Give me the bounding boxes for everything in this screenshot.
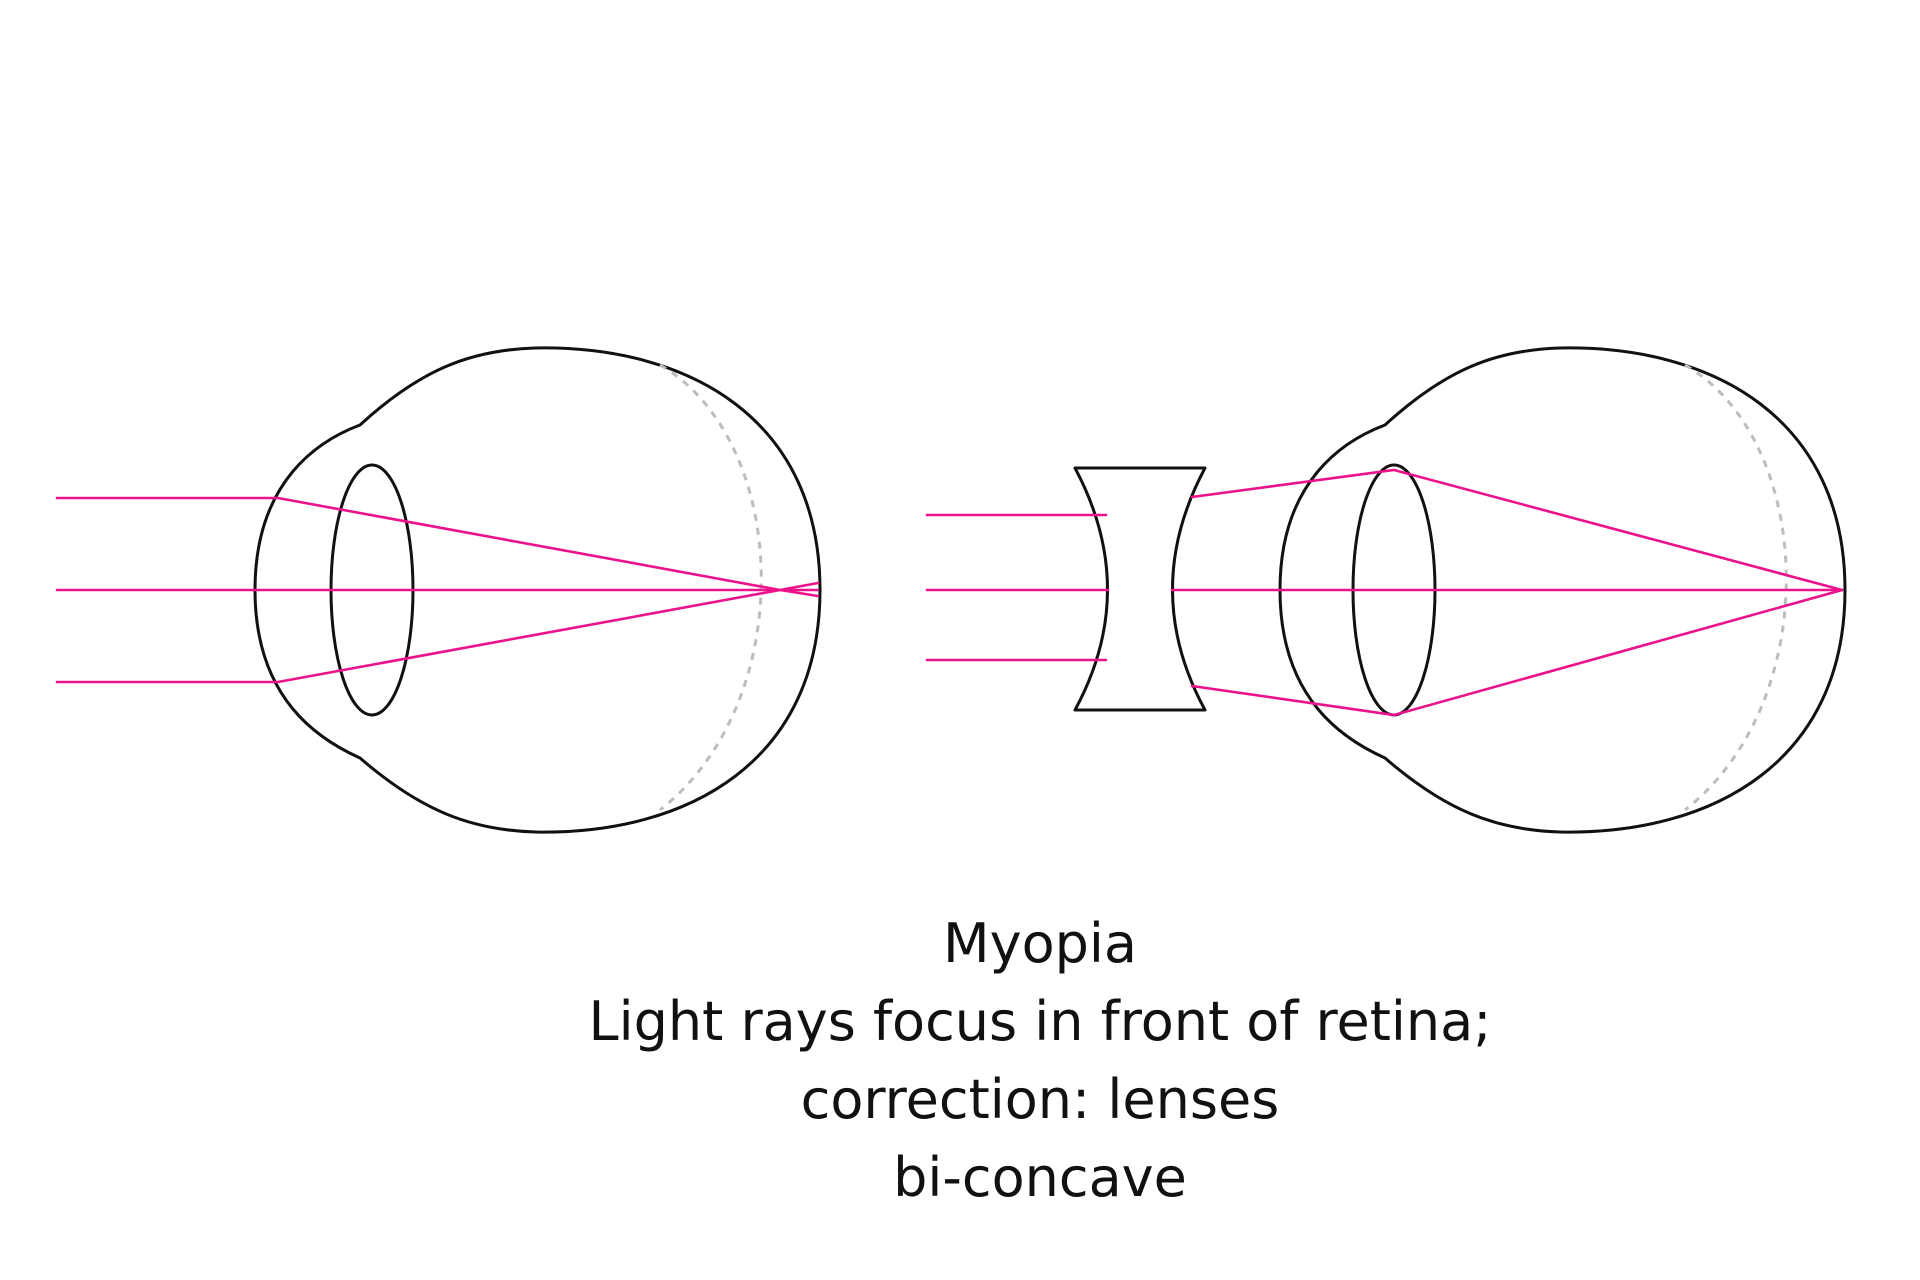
right-retina-line [1684,363,1788,812]
corrected-eye [925,346,1847,834]
right-ray-bottom [925,588,1844,717]
diagram-caption: Myopia Light rays focus in front of reti… [460,905,1620,1217]
caption-lens-type: bi-concave [893,1146,1187,1209]
caption-description: Light rays focus in front of retina; [588,990,1492,1053]
caption-title: Myopia [943,912,1137,975]
left-eyeball-outline [253,346,822,834]
left-ray-bottom [55,581,820,684]
left-retina-line [659,363,763,812]
uncorrected-eye [55,346,822,834]
left-ray-top [55,496,820,598]
concave-lens-shape [1073,466,1207,712]
biconcave-lens [1073,466,1207,712]
left-light-rays [55,496,820,684]
right-eyeball-outline [1278,346,1847,834]
right-ray-top [925,468,1844,592]
right-light-rays [925,468,1844,717]
caption-correction: correction: lenses [800,1068,1280,1131]
